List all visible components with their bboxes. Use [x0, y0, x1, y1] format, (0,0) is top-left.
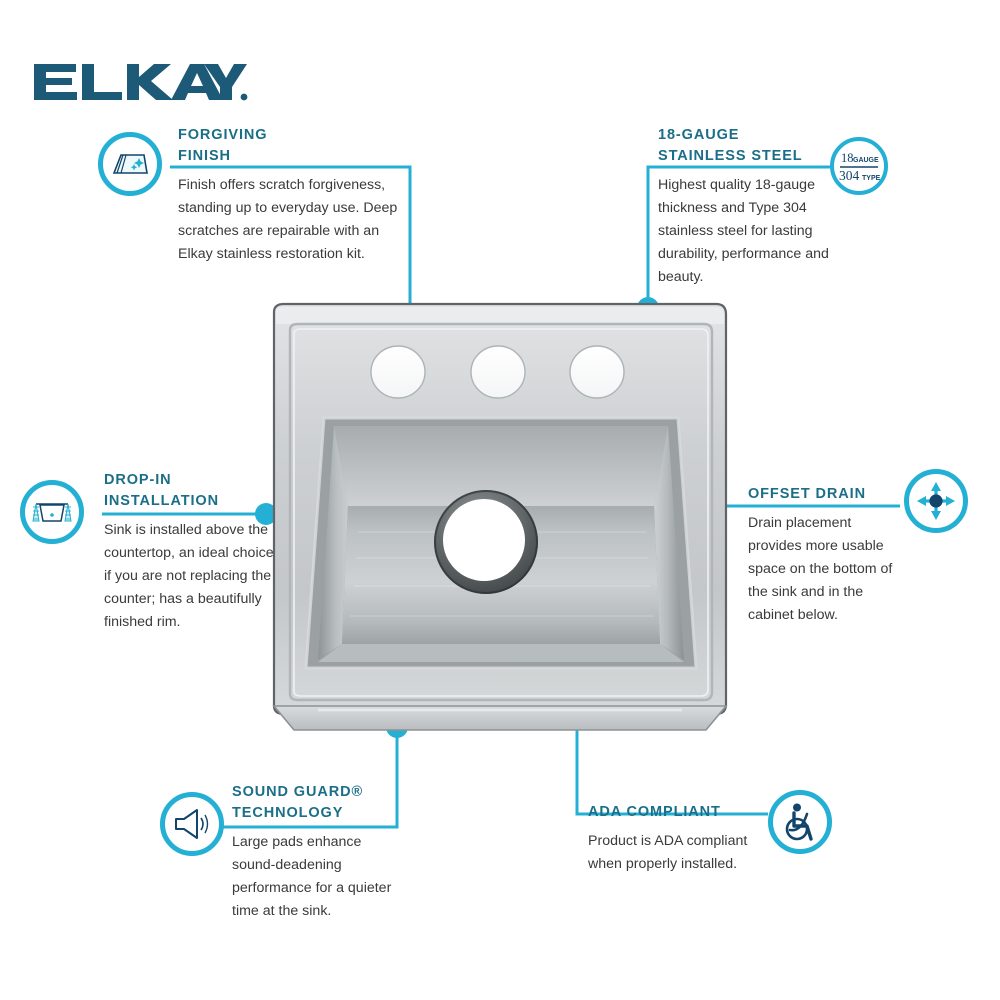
speaker-icon	[175, 809, 209, 839]
forgiving-finish-badge	[98, 132, 162, 196]
drop-in-sink-icon	[32, 503, 72, 522]
feature-body: Finish offers scratch forgiveness, stand…	[178, 177, 398, 263]
gauge-badge: 18 GAUGE 304 TYPE	[830, 137, 888, 195]
bowl-left-wall	[318, 426, 348, 660]
drain-opening	[443, 499, 525, 581]
feature-sound-guard-technology: SOUND GUARD® TECHNOLOGY Large pads enhan…	[160, 782, 404, 923]
feature-title: OFFSET DRAIN	[748, 486, 866, 502]
gauge-fraction-icon: 18 GAUGE 304 TYPE	[839, 151, 881, 183]
bowl-back-wall	[334, 426, 668, 506]
offset-drain-badge	[904, 469, 968, 533]
four-way-arrows-icon	[917, 482, 955, 520]
feature-body: Sink is installed above the countertop, …	[104, 522, 274, 631]
bowl-right-wall	[654, 426, 684, 660]
feature-drop-in-installation: DROP-IN INSTALLATION Sink is installed a…	[20, 470, 274, 634]
faucet-hole-right	[569, 345, 625, 399]
feature-body: Product is ADA compliant when properly i…	[588, 833, 748, 873]
faucet-hole-left	[370, 345, 426, 399]
feature-title: 18-GAUGE STAINLESS STEEL	[658, 127, 803, 165]
gauge-denominator-word: TYPE	[862, 175, 881, 182]
feature-body: Large pads enhance sound-deadening perfo…	[232, 834, 392, 920]
feature-forgiving-finish: FORGIVING FINISH Finish offers scratch f…	[98, 125, 398, 266]
feature-ada-compliant: ADA COMPLIANT Product is ADA compliant w…	[588, 790, 832, 876]
sink-product-image	[272, 302, 728, 731]
feature-title: FORGIVING FINISH	[178, 127, 268, 165]
faucet-hole-center	[470, 345, 526, 399]
wheelchair-icon	[785, 803, 813, 841]
bowl-front-wall	[318, 644, 684, 662]
elkay-logo	[34, 64, 248, 101]
gauge-denominator-number: 304	[839, 168, 860, 183]
sink-apron	[272, 705, 728, 731]
sink-rim-groove	[288, 322, 714, 702]
feature-offset-drain: OFFSET DRAIN Drain placement provides mo…	[748, 469, 968, 627]
gauge-numerator-number: 18	[841, 151, 854, 165]
drop-in-badge	[20, 480, 84, 544]
feature-title: DROP-IN INSTALLATION	[104, 472, 219, 510]
feature-18-gauge-stainless-steel: 18 GAUGE 304 TYPE 18-GAUGE STAINLESS STE…	[658, 125, 888, 289]
gauge-numerator-word: GAUGE	[853, 157, 879, 164]
feature-body: Drain placement provides more usable spa…	[748, 515, 893, 624]
feature-title: SOUND GUARD® TECHNOLOGY	[232, 784, 364, 822]
feature-body: Highest quality 18-gauge thickness and T…	[658, 177, 829, 286]
sound-guard-badge	[160, 792, 224, 856]
feature-title: ADA COMPLIANT	[588, 804, 721, 820]
scratch-sheet-icon	[112, 154, 148, 174]
ada-badge	[768, 790, 832, 854]
